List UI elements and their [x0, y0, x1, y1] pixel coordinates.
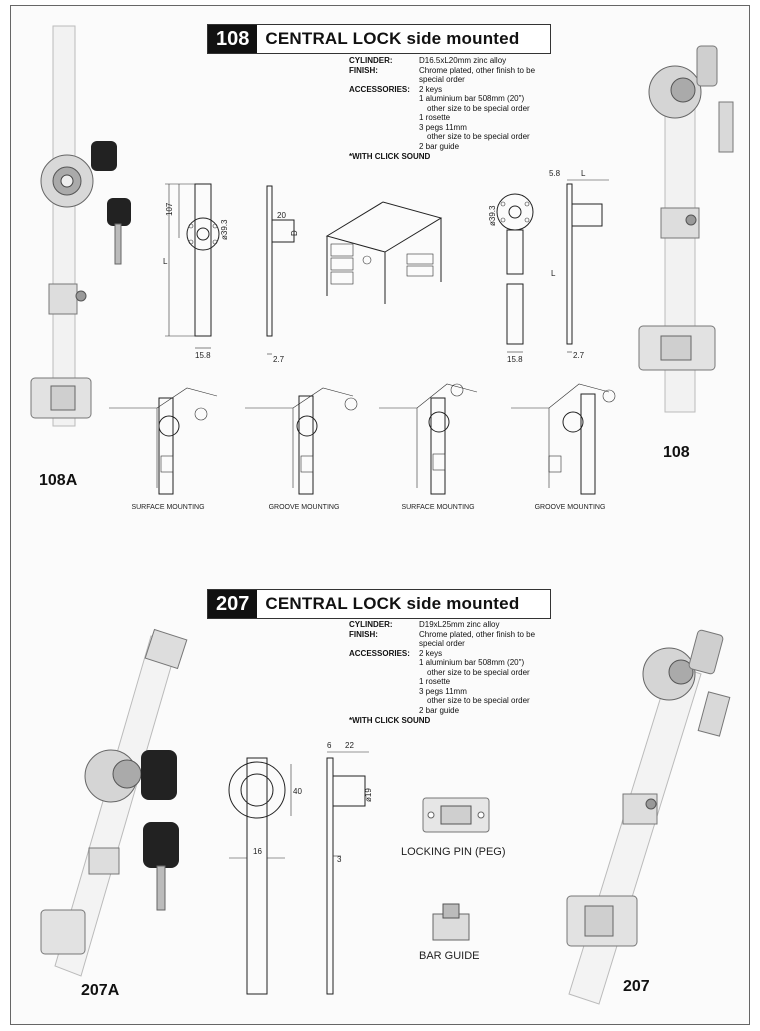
finish-value: Chrome plated, other finish to be specia…: [419, 65, 536, 85]
tech-drawing-108-front-2: ø39.3 15.8: [488, 193, 534, 364]
cylinder-value: D16.5xL20mm zinc alloy: [419, 56, 507, 65]
section-108-specs: CYLINDER: D16.5xL20mm zinc alloy FINISH: C…: [349, 56, 549, 162]
dim-40: 40: [293, 787, 302, 796]
accessory-item: other size to be special order: [427, 667, 530, 677]
model-207a-label: 207A: [81, 982, 120, 999]
section-207-number: 207: [208, 590, 258, 618]
dim-d39-3-b: ø39.3: [488, 205, 497, 226]
mounting-diagram-1: [109, 387, 218, 495]
dim-15-8-b: 15.8: [507, 355, 523, 364]
finish-value: Chrome plated, other finish to be specia…: [419, 629, 536, 649]
mounting-diagram-4: [511, 383, 616, 495]
bar-guide-illustration: [432, 903, 470, 941]
accessory-item: 1 aluminium bar 508mm (20"): [419, 94, 525, 103]
accessories-label: ACCESSORIES:: [349, 84, 410, 94]
dim-2-7-a: 2.7: [273, 355, 285, 364]
section-108-header: 108 CENTRAL LOCK side mounted: [207, 24, 551, 54]
dim-16: 16: [253, 847, 262, 856]
desk-illustration: [325, 201, 443, 304]
section-207-header: 207 CENTRAL LOCK side mounted: [207, 589, 551, 619]
dim-l-2: L: [581, 169, 586, 178]
model-108-label: 108: [663, 444, 690, 461]
finish-label: FINISH:: [349, 629, 378, 639]
accessory-item: other size to be special order: [427, 132, 530, 141]
dim-2-7-b: 2.7: [573, 351, 585, 360]
mounting-caption-4: GROOVE MOUNTING: [534, 504, 606, 511]
lock-207a-illustration: [40, 628, 188, 977]
model-108a-label: 108A: [39, 472, 78, 489]
dim-15-8-a: 15.8: [195, 351, 211, 360]
cylinder-label: CYLINDER:: [349, 620, 393, 629]
accessory-item: 2 keys: [419, 648, 443, 658]
lock-108-illustration: [638, 45, 734, 413]
mounting-diagram-3: [379, 383, 478, 495]
accessory-item: other size to be special order: [427, 103, 530, 113]
accessory-item: 3 pegs 11mm: [419, 122, 467, 132]
dim-3: 3: [337, 855, 342, 864]
accessory-item: 1 rosette: [419, 677, 451, 686]
model-207-label: 207: [623, 978, 650, 995]
bar-guide-label: BAR GUIDE: [419, 950, 480, 962]
dim-d19: ø19: [364, 788, 373, 802]
tech-drawing-207-side: 6 22 ø19 3: [326, 741, 373, 995]
accessory-item: 2 keys: [419, 84, 443, 94]
accessory-item: 2 bar guide: [419, 705, 460, 715]
dim-5-8: 5.8: [549, 169, 561, 178]
dim-d: D: [290, 230, 299, 236]
accessory-item: 1 rosette: [419, 113, 451, 122]
locking-pin-illustration: [422, 797, 490, 833]
section-108-number: 108: [208, 25, 258, 53]
section-108-title: CENTRAL LOCK side mounted: [265, 29, 520, 48]
accessory-item: 2 bar guide: [419, 141, 460, 151]
tech-drawing-108-front: 107 L ø39.3 15.8: [163, 183, 229, 360]
mounting-diagram-2: [245, 387, 358, 495]
accessory-item: 1 aluminium bar 508mm (20"): [419, 658, 525, 667]
catalog-page: 108 CENTRAL LOCK side mounted CYLINDER: D…: [10, 5, 750, 1025]
mounting-caption-2: GROOVE MOUNTING: [268, 504, 340, 511]
locking-pin-label: LOCKING PIN (PEG): [401, 846, 506, 858]
cylinder-label: CYLINDER:: [349, 56, 393, 65]
lock-207-illustration: [566, 629, 731, 1005]
tech-drawing-108-side: 20 D 2.7: [266, 185, 299, 364]
mounting-caption-1: SURFACE MOUNTING: [131, 504, 205, 511]
dim-20: 20: [277, 211, 286, 220]
dim-22: 22: [345, 741, 354, 750]
dim-l-3: L: [551, 269, 556, 278]
cylinder-value: D19xL25mm zinc alloy: [419, 620, 500, 629]
accessories-label: ACCESSORIES:: [349, 648, 410, 658]
section-207-specs: CYLINDER: D19xL25mm zinc alloy FINISH: Chr…: [349, 620, 549, 726]
accessory-item: other size to be special order: [427, 696, 530, 705]
accessory-item: 3 pegs 11mm: [419, 686, 467, 696]
click-sound-note: *WITH CLICK SOUND: [349, 716, 431, 725]
dim-l-1: L: [163, 257, 168, 266]
dim-107: 107: [165, 202, 174, 216]
lock-108a-illustration: [30, 25, 131, 427]
tech-drawing-207-front: 40 16: [228, 757, 302, 995]
section-207-title: CENTRAL LOCK side mounted: [265, 594, 520, 613]
click-sound-note: *WITH CLICK SOUND: [349, 152, 431, 161]
mounting-caption-3: SURFACE MOUNTING: [401, 504, 475, 511]
dim-6: 6: [327, 741, 332, 750]
dim-d39-3-a: ø39.3: [220, 219, 229, 240]
finish-label: FINISH:: [349, 65, 378, 75]
tech-drawing-108-side-2: 5.8 L L 2.7: [549, 169, 609, 360]
